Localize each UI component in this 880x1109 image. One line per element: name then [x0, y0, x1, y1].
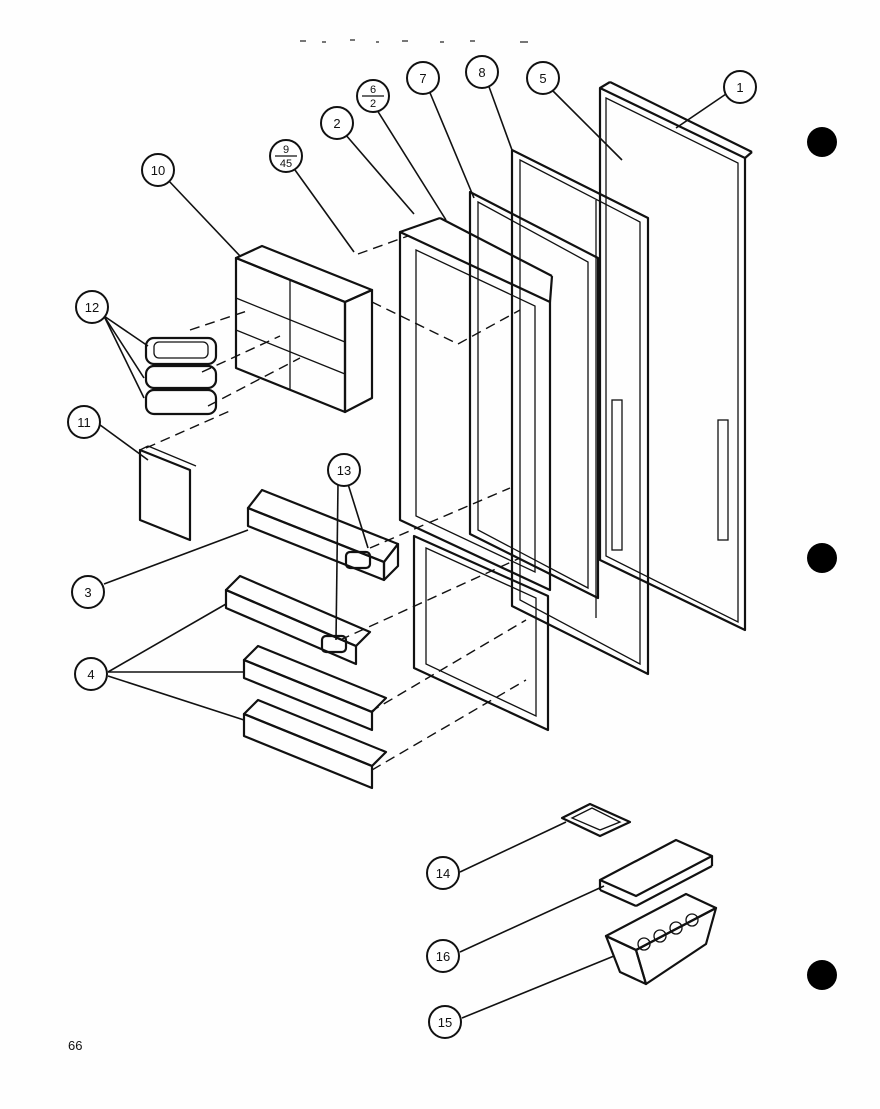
upper-door-bin [246, 488, 400, 582]
svg-text:9: 9 [283, 144, 289, 156]
svg-text:16: 16 [436, 949, 450, 964]
callout-15: 15 [428, 1005, 462, 1039]
scan-marks [300, 39, 528, 43]
assembly-lines [145, 235, 527, 771]
callout-16: 16 [426, 939, 460, 973]
svg-text:14: 14 [436, 866, 450, 881]
svg-text:4: 4 [87, 667, 94, 682]
callout-12: 12 [75, 290, 109, 324]
svg-text:15: 15 [438, 1015, 452, 1030]
svg-text:6: 6 [370, 84, 376, 96]
callout-7: 7 [406, 61, 440, 95]
punch-hole-bottom [807, 960, 837, 990]
svg-text:13: 13 [337, 463, 351, 478]
bin-end-clips [320, 550, 372, 654]
inner-liner-frame [398, 216, 554, 592]
cover-panel [138, 445, 197, 542]
storage-containers [144, 336, 218, 416]
punch-hole-top [807, 127, 837, 157]
door-bins [224, 574, 388, 790]
lower-door-liner-frame [412, 534, 550, 732]
svg-text:45: 45 [280, 158, 292, 170]
svg-text:3: 3 [84, 585, 91, 600]
door-liner [510, 148, 650, 676]
svg-text:7: 7 [419, 71, 426, 86]
ice-bucket-cover [598, 838, 714, 908]
ice-shelf [234, 244, 374, 414]
callout-14: 14 [426, 856, 460, 890]
svg-text:5: 5 [539, 71, 546, 86]
callout-5: 5 [526, 61, 560, 95]
leader-lines [95, 83, 727, 1019]
svg-text:1: 1 [736, 80, 743, 95]
svg-text:2: 2 [370, 98, 376, 110]
ice-tray [560, 802, 632, 838]
callout-2: 2 [320, 106, 354, 140]
svg-text:12: 12 [85, 300, 99, 315]
callout-4: 4 [74, 657, 108, 691]
callout-10: 10 [141, 153, 175, 187]
callout-13: 13 [327, 453, 361, 487]
svg-text:11: 11 [77, 415, 91, 430]
svg-text:2: 2 [333, 116, 340, 131]
door-outer-panel [598, 81, 753, 632]
callout-11: 11 [67, 405, 101, 439]
page-number: 66 [68, 1038, 83, 1053]
punch-hole-middle [807, 543, 837, 573]
callout-1: 1 [723, 70, 757, 104]
door-gasket [468, 190, 600, 600]
callout-8: 8 [465, 55, 499, 89]
callout-3: 3 [71, 575, 105, 609]
svg-text:8: 8 [478, 65, 485, 80]
callout-6-over-2: 6 2 [356, 79, 390, 113]
callout-9-over-45: 9 45 [269, 139, 303, 173]
svg-text:10: 10 [151, 163, 165, 178]
ice-bucket [604, 892, 718, 986]
